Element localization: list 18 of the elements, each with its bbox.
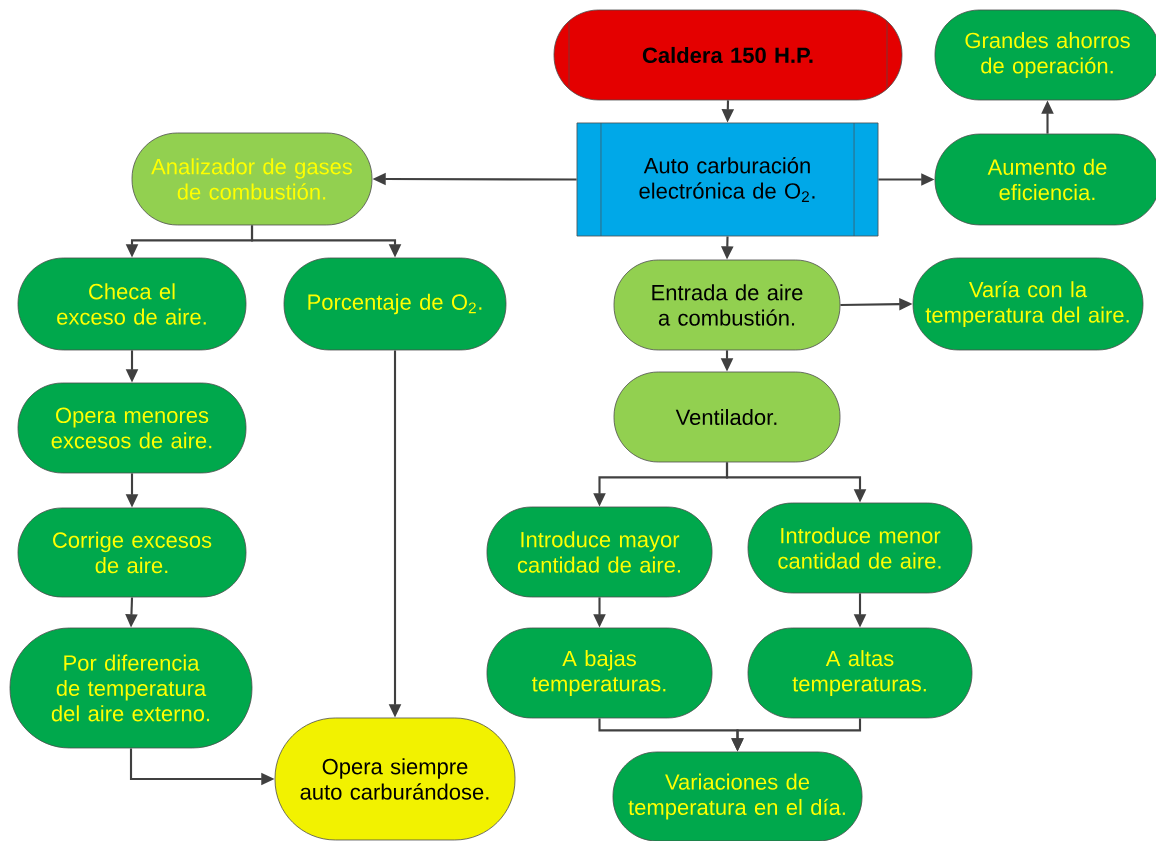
process-pill: A altas temperaturas. [747, 627, 973, 719]
process-pill: A bajas temperaturas. [486, 627, 713, 719]
process-pill: Checa el exceso de aire. [17, 257, 247, 351]
process-pill: Aumento de eficiencia. [934, 133, 1156, 226]
process-pill: Corrige excesos de aire. [17, 507, 247, 598]
process-pill: Analizador de gases de combustión. [131, 132, 373, 226]
process-pill: Variaciones de temperatura en el día. [612, 751, 863, 841]
process-pill: Introduce menor cantidad de aire. [747, 502, 973, 594]
process-pill: Entrada de aire a combustión. [613, 259, 841, 351]
predefined-process-box: Auto carburación electrónica de O$_{2}$. [576, 122, 879, 237]
process-pill: Opera menores excesos de aire. [17, 382, 247, 474]
process-pill: Introduce mayor cantidad de aire. [486, 506, 713, 598]
process-pill: Opera siempre auto carburándose. [274, 717, 516, 841]
process-pill: Varía con la temperatura del aire. [912, 257, 1144, 351]
process-pill: Porcentaje de O$_{2}$. [283, 257, 507, 351]
process-pill: Grandes ahorros de operación. [934, 9, 1156, 101]
process-pill: Por diferencia de temperatura del aire externo. [9, 627, 253, 749]
process-pill: Ventilador. [613, 371, 841, 463]
